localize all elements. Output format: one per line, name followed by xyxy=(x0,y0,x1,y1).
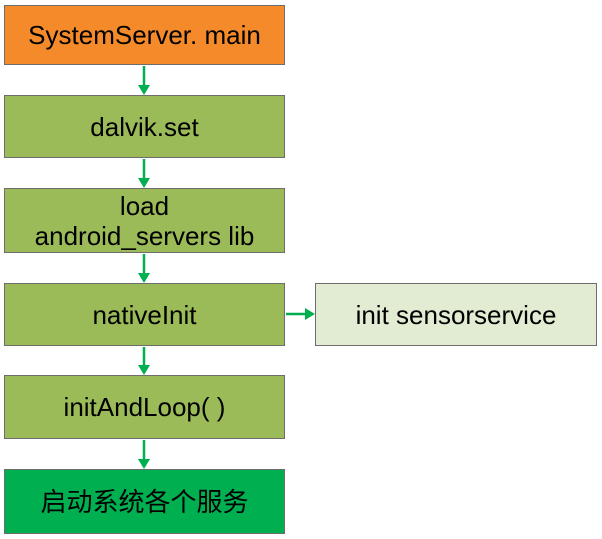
node-native-init-label: nativeInit xyxy=(92,299,197,330)
arrowhead-to-initandloop xyxy=(138,365,150,375)
node-init-sensorservice: init sensorservice xyxy=(315,283,597,346)
node-start-services-label: 启动系统各个服务 xyxy=(40,486,249,517)
node-dalvik-set-label: dalvik.set xyxy=(90,111,199,142)
node-init-and-loop: initAndLoop( ) xyxy=(4,375,285,439)
node-start-services: 启动系统各个服务 xyxy=(4,469,285,534)
arrowhead-to-sensorservice xyxy=(305,308,315,320)
node-init-sensorservice-label: init sensorservice xyxy=(355,299,557,330)
node-load-label-line2: android_servers lib xyxy=(34,220,255,251)
arrowhead-to-dalvik xyxy=(138,85,150,95)
node-systemserver-main: SystemServer. main xyxy=(4,5,285,65)
node-init-and-loop-label: initAndLoop( ) xyxy=(63,392,226,422)
arrowhead-to-load xyxy=(138,178,150,188)
node-systemserver-main-label: SystemServer. main xyxy=(28,20,261,50)
node-dalvik-set: dalvik.set xyxy=(4,95,285,158)
arrowhead-to-nativeinit xyxy=(138,273,150,283)
node-native-init: nativeInit xyxy=(4,283,285,346)
node-load-android-servers-lib: load android_servers lib xyxy=(4,188,285,253)
arrowhead-to-services xyxy=(138,459,150,469)
node-load-label-line1: load xyxy=(119,190,170,221)
